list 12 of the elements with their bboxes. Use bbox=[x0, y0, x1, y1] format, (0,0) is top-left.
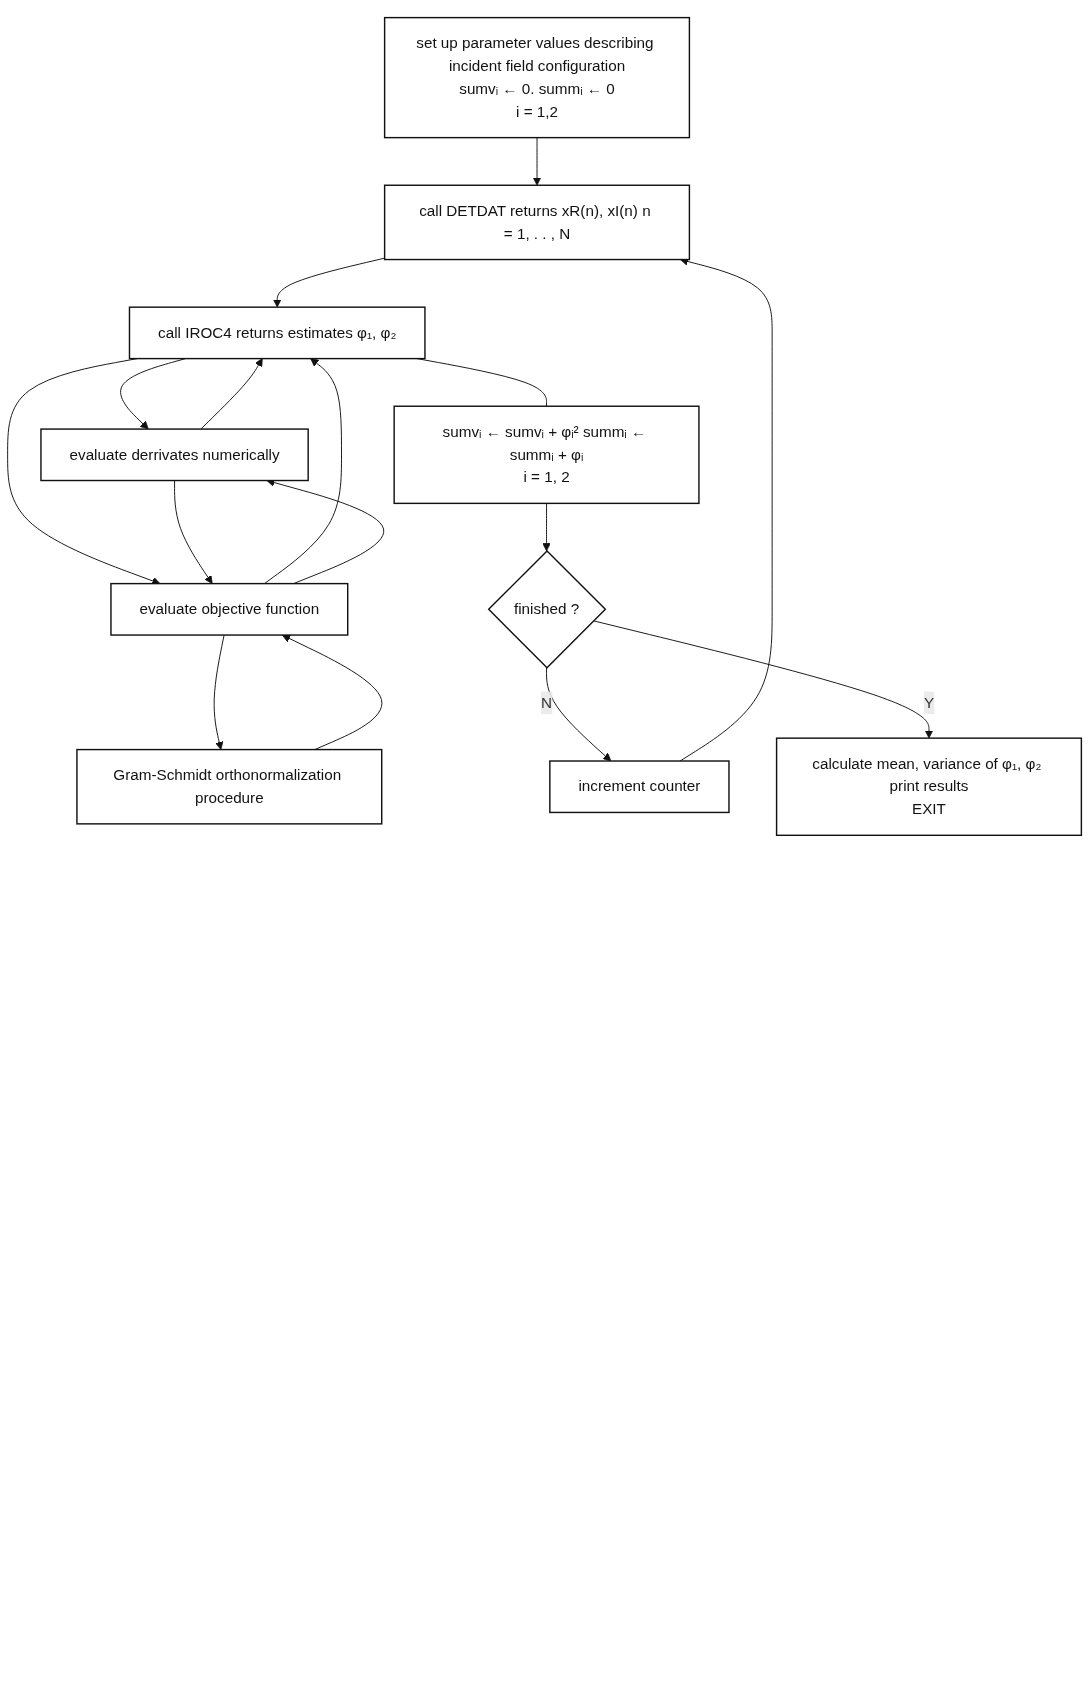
node-box: sumvᵢ ← sumvᵢ + φᵢ² summᵢ ← summᵢ + φᵢ i = 1, 2 bbox=[393, 405, 700, 505]
node-box: set up parameter values describing incident field configuration sumvᵢ ← 0. summᵢ ← 0 i = 1,2 bbox=[383, 16, 691, 139]
node-box: evaluate objective function bbox=[110, 582, 349, 636]
node-box: call DETDAT returns xR(n), xI(n) n = 1, . . , N bbox=[383, 184, 691, 261]
node-box: evaluate derrivates numerically bbox=[40, 428, 309, 482]
node-box: Gram-Schmidt orthonormalization procedure bbox=[76, 748, 383, 825]
edge-label: N bbox=[541, 694, 553, 711]
node-diamond: finished ? bbox=[487, 549, 607, 669]
node-box: increment counter bbox=[549, 760, 730, 814]
edge-label: Y bbox=[923, 694, 935, 711]
node-box: calculate mean, variance of φ₁, φ₂ print results EXIT bbox=[775, 737, 1083, 836]
node-box: call IROC4 returns estimates φ₁, φ₂ bbox=[128, 306, 426, 360]
